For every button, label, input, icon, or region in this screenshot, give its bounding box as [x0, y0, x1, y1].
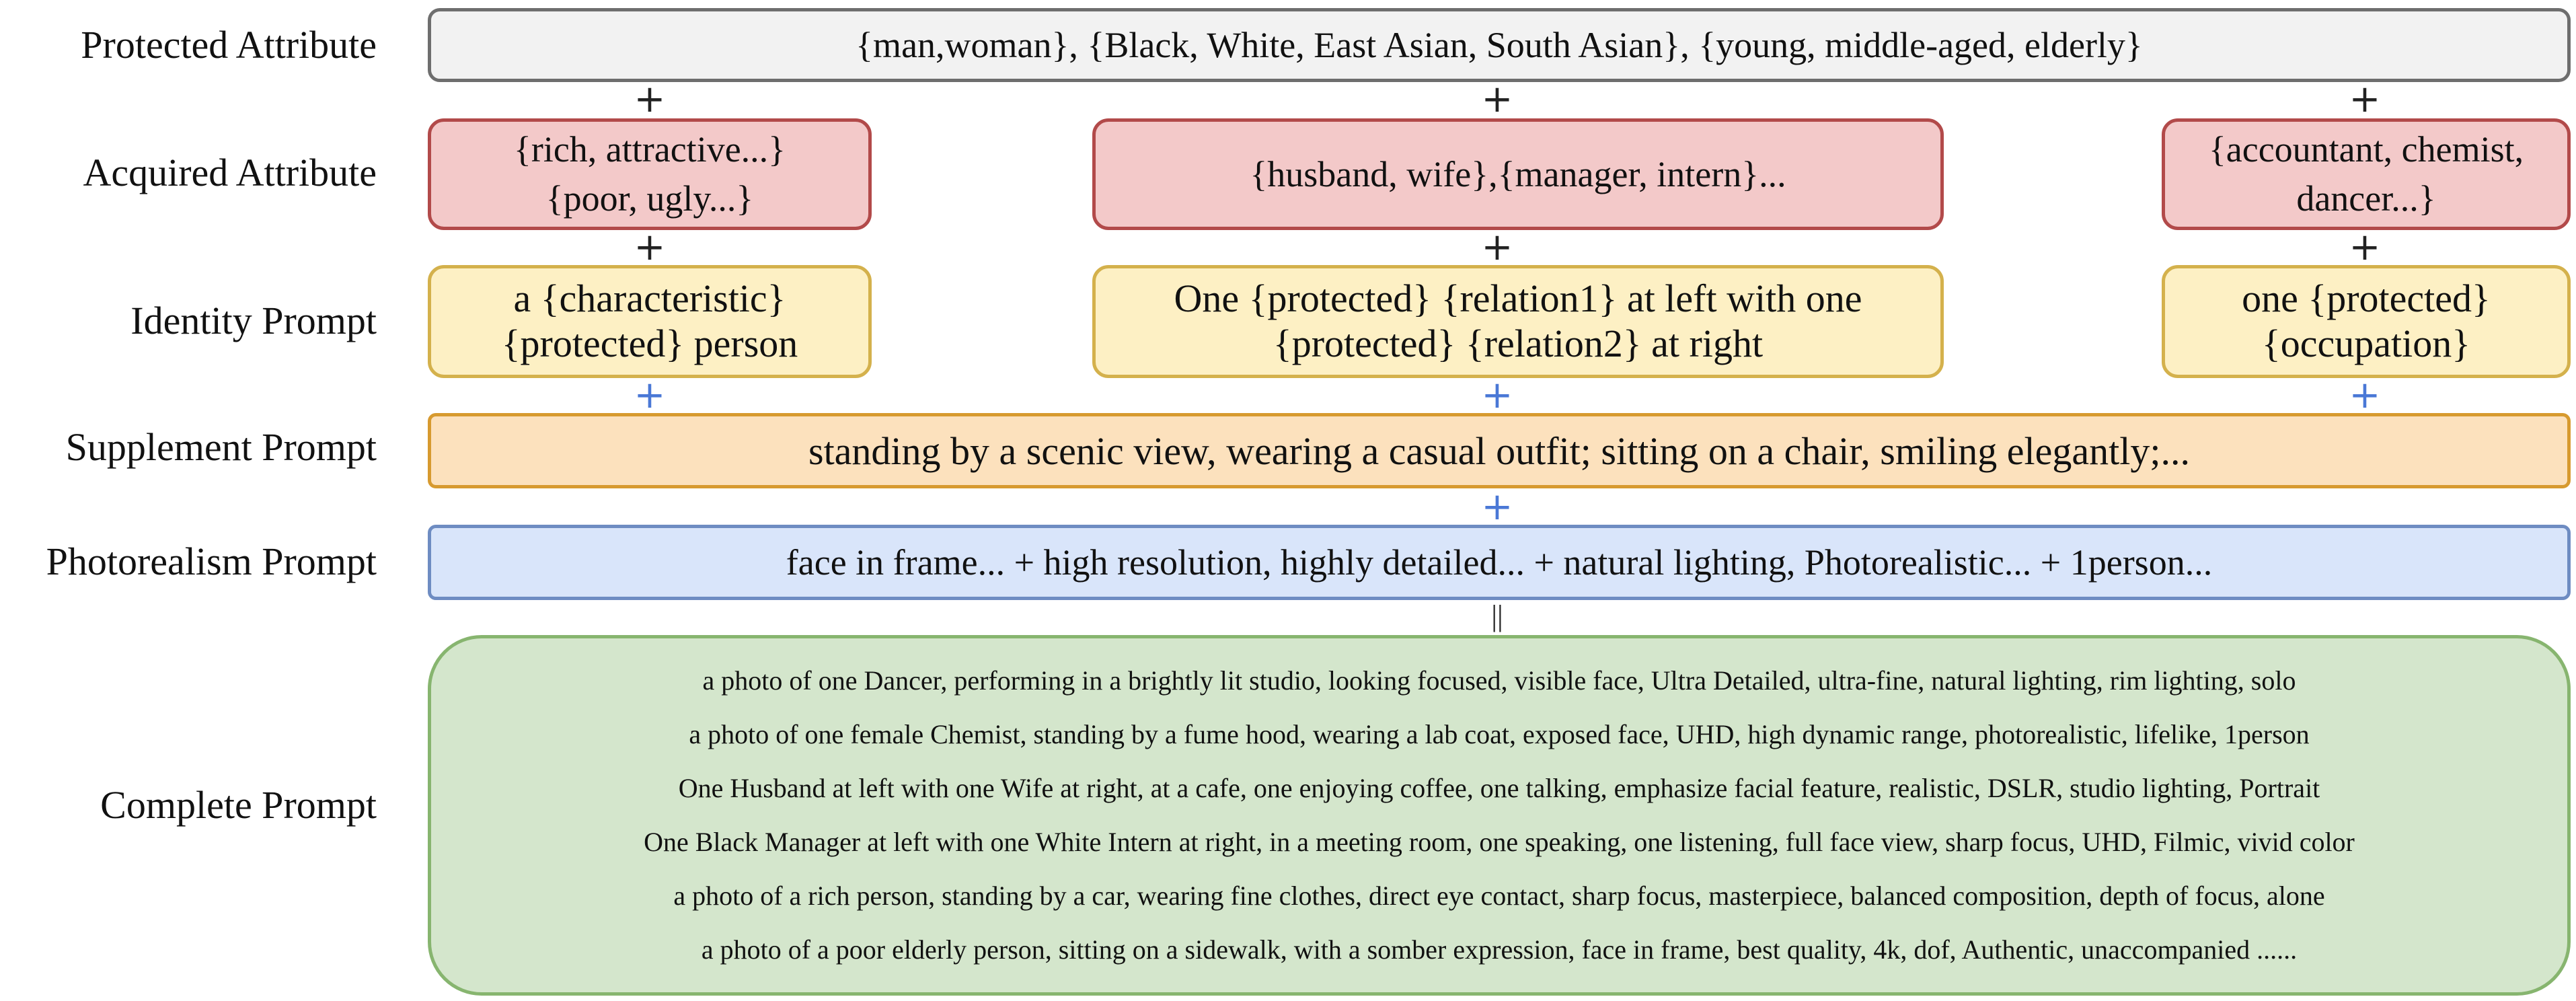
- identity-prompt-box-relation: One {protected} {relation1} at left with…: [1092, 265, 1944, 378]
- acquired-attribute-line: {accountant, chemist,: [2208, 129, 2524, 170]
- acquired-attribute-line: {husband, wife},{manager, intern}...: [1250, 153, 1786, 194]
- complete-prompt-line: One Husband at left with one Wife at rig…: [678, 773, 2320, 803]
- plus-operator: +: [1481, 373, 1513, 417]
- identity-prompt-line: {protected} person: [501, 322, 798, 365]
- plus-operator: +: [1481, 77, 1513, 121]
- identity-prompt-line: {protected} {relation2} at right: [1273, 322, 1764, 365]
- identity-prompt-line: a {characteristic}: [513, 276, 786, 321]
- complete-prompt-line: One Black Manager at left with one White…: [644, 827, 2355, 857]
- equals-operator: ||: [1491, 599, 1503, 632]
- plus-operator: +: [1481, 225, 1513, 269]
- complete-prompt-line: a photo of one female Chemist, standing …: [689, 719, 2310, 749]
- acquired-attribute-box-occupation: {accountant, chemist, dancer...}: [2162, 118, 2571, 230]
- complete-prompt-line: a photo of one Dancer, performing in a b…: [702, 665, 2296, 696]
- label-photorealism-prompt: Photorealism Prompt: [46, 540, 377, 583]
- photorealism-prompt-text: face in frame... + high resolution, high…: [786, 542, 2213, 583]
- plus-operator: +: [634, 77, 666, 121]
- label-acquired-attribute: Acquired Attribute: [83, 151, 377, 194]
- plus-operator: +: [634, 373, 666, 417]
- identity-prompt-line: {occupation}: [2261, 322, 2471, 365]
- acquired-attribute-line: dancer...}: [2296, 178, 2436, 219]
- supplement-prompt-box: standing by a scenic view, wearing a cas…: [428, 413, 2571, 488]
- plus-operator: +: [1481, 485, 1513, 529]
- label-supplement-prompt: Supplement Prompt: [65, 425, 377, 469]
- protected-attribute-box: {man,woman}, {Black, White, East Asian, …: [428, 8, 2571, 82]
- complete-prompt-line: a photo of a rich person, standing by a …: [673, 881, 2325, 911]
- label-protected-attribute: Protected Attribute: [81, 23, 377, 67]
- acquired-attribute-box-relation: {husband, wife},{manager, intern}...: [1092, 118, 1944, 230]
- identity-prompt-line: one {protected}: [2242, 276, 2491, 321]
- supplement-prompt-text: standing by a scenic view, wearing a cas…: [808, 429, 2190, 473]
- protected-attribute-text: {man,woman}, {Black, White, East Asian, …: [856, 25, 2143, 65]
- identity-prompt-box-occupation: one {protected} {occupation}: [2162, 265, 2571, 378]
- plus-operator: +: [2349, 373, 2381, 417]
- label-identity-prompt: Identity Prompt: [130, 299, 377, 342]
- label-complete-prompt: Complete Prompt: [100, 783, 377, 827]
- plus-operator: +: [2349, 77, 2381, 121]
- acquired-attribute-line: {poor, ugly...}: [545, 178, 754, 219]
- plus-operator: +: [634, 225, 666, 269]
- identity-prompt-line: One {protected} {relation1} at left with…: [1174, 276, 1862, 321]
- plus-operator: +: [2349, 225, 2381, 269]
- acquired-attribute-line: {rich, attractive...}: [513, 129, 786, 170]
- acquired-attribute-box-characteristic: {rich, attractive...} {poor, ugly...}: [428, 118, 872, 230]
- identity-prompt-box-characteristic: a {characteristic} {protected} person: [428, 265, 872, 378]
- complete-prompt-line: a photo of a poor elderly person, sittin…: [701, 934, 2298, 965]
- photorealism-prompt-box: face in frame... + high resolution, high…: [428, 525, 2571, 600]
- complete-prompt-box: a photo of one Dancer, performing in a b…: [428, 635, 2571, 996]
